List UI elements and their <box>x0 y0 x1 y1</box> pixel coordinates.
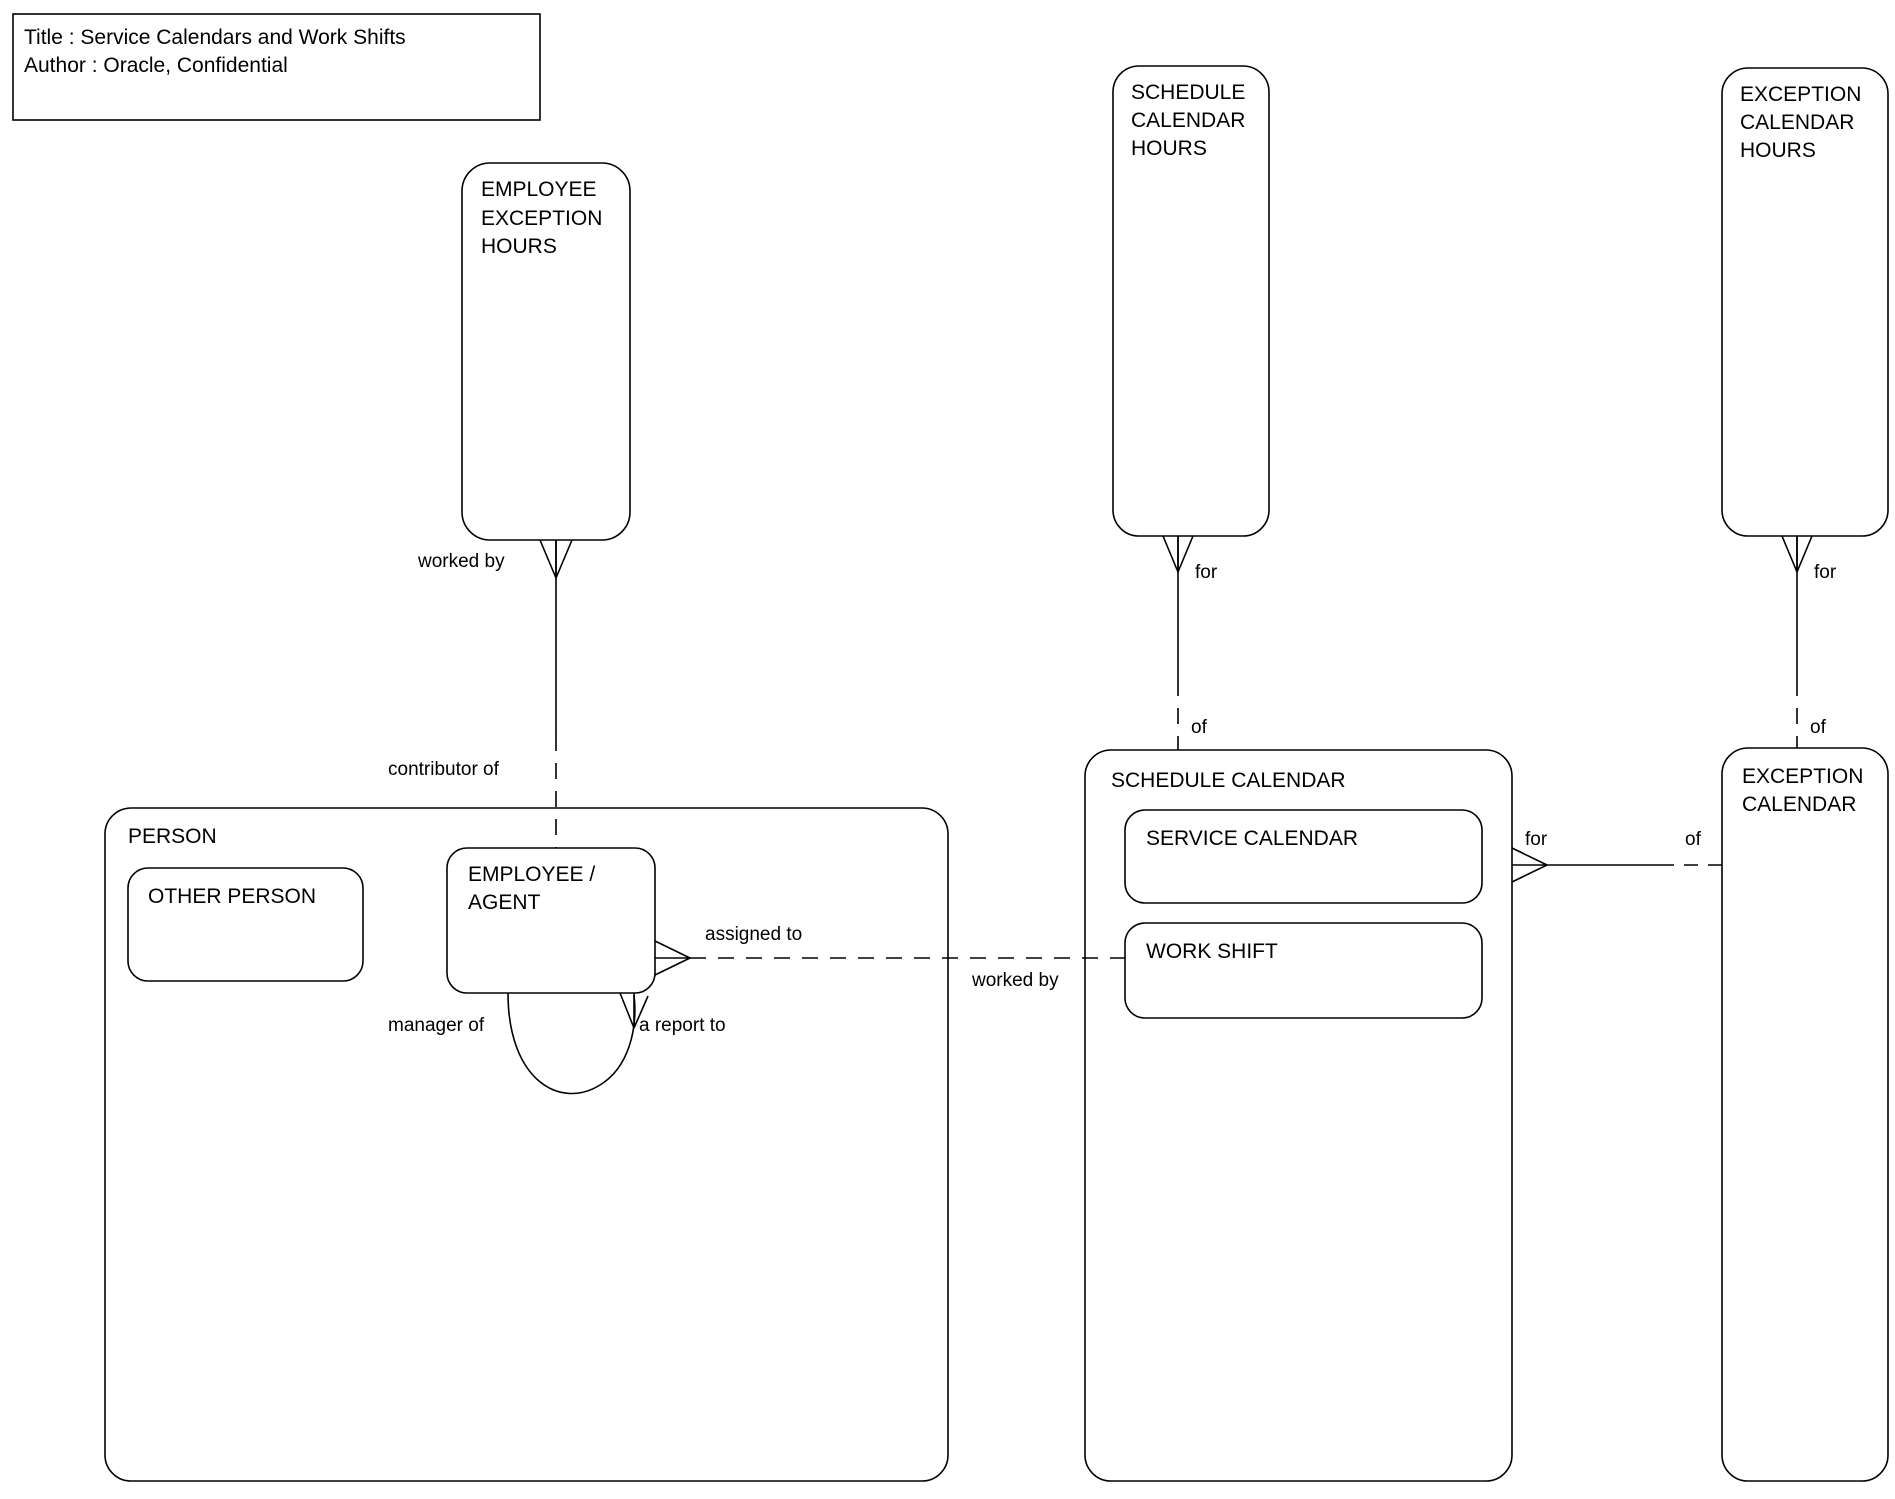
entity-exception-calendar-hours-label-line-2: CALENDAR <box>1740 111 1854 134</box>
relationship-arc-recursive-right[interactable] <box>599 994 636 1086</box>
entity-employee-agent-label-line-1: EMPLOYEE / <box>468 863 595 886</box>
diagram-title: Title : Service Calendars and Work Shift… <box>24 26 406 49</box>
title-block-border <box>12 13 541 121</box>
crowfoot-employee-exception-hours <box>539 539 573 579</box>
entity-employee-agent-box[interactable] <box>446 847 656 994</box>
entity-employee-exception-hours-label-line-2: EXCEPTION <box>481 207 602 230</box>
relationship-label-of-exception-calendar: of <box>1810 717 1827 738</box>
relationship-label-a-report-to: a report to <box>639 1015 726 1036</box>
entity-person[interactable]: PERSON <box>104 807 949 1482</box>
relationship-employee-agent-work-shift[interactable]: assigned to worked by <box>654 924 1125 991</box>
relationship-label-of-schedule-calendar: of <box>1191 717 1208 738</box>
entity-exception-calendar-hours-box[interactable] <box>1721 67 1889 537</box>
relationship-employee-agent-recursive[interactable]: manager of a report to <box>388 992 726 1095</box>
entity-exception-calendar-label-line-1: EXCEPTION <box>1742 765 1863 788</box>
relationship-label-assigned-to: assigned to <box>705 924 802 945</box>
entity-employee-exception-hours-label-line-1: EMPLOYEE <box>481 178 597 201</box>
crowfoot-schedule-calendar-hours <box>1162 535 1194 573</box>
crowfoot-employee-agent-recursive <box>619 992 649 1029</box>
relationship-label-manager-of: manager of <box>388 1015 485 1036</box>
entity-schedule-calendar-hours-label-line-2: CALENDAR <box>1131 109 1245 132</box>
entity-employee-agent-label-line-2: AGENT <box>468 891 541 914</box>
relationship-label-worked-by-shift: worked by <box>971 970 1059 991</box>
relationship-schedule-calendar-exception-calendar[interactable]: for of <box>1511 829 1722 883</box>
entity-person-box[interactable] <box>104 807 949 1482</box>
entity-exception-calendar-hours-label-line-3: HOURS <box>1740 139 1816 162</box>
entity-exception-calendar-label-line-2: CALENDAR <box>1742 793 1856 816</box>
entity-schedule-calendar-label: SCHEDULE CALENDAR <box>1111 769 1346 792</box>
entity-work-shift[interactable]: WORK SHIFT <box>1124 922 1483 1019</box>
relationship-exception-calendar-hours-exception-calendar[interactable]: for of <box>1781 535 1837 748</box>
entity-exception-calendar-box[interactable] <box>1721 747 1889 1482</box>
entity-schedule-calendar-box[interactable] <box>1084 749 1513 1482</box>
entity-exception-calendar[interactable]: EXCEPTION CALENDAR <box>1721 747 1889 1482</box>
entity-employee-exception-hours[interactable]: EMPLOYEE EXCEPTION HOURS <box>461 162 631 541</box>
entity-schedule-calendar-hours-label-line-1: SCHEDULE <box>1131 81 1245 104</box>
relationship-label-for-exception-hours: for <box>1814 562 1837 583</box>
relationship-label-for-schedule-to-exception: for <box>1525 829 1548 850</box>
entity-employee-exception-hours-box[interactable] <box>461 162 631 541</box>
entity-person-label: PERSON <box>128 825 217 848</box>
entity-other-person-label: OTHER PERSON <box>148 885 316 908</box>
entity-schedule-calendar-hours[interactable]: SCHEDULE CALENDAR HOURS <box>1112 65 1270 537</box>
entity-other-person-box[interactable] <box>127 867 364 982</box>
relationship-label-worked-by-hours: worked by <box>417 551 505 572</box>
crowfoot-schedule-calendar <box>1511 847 1548 883</box>
entity-employee-exception-hours-label-line-3: HOURS <box>481 235 557 258</box>
entity-service-calendar[interactable]: SERVICE CALENDAR <box>1124 809 1483 904</box>
entity-schedule-calendar-hours-box[interactable] <box>1112 65 1270 537</box>
entity-schedule-calendar-hours-label-line-3: HOURS <box>1131 137 1207 160</box>
relationship-label-of-schedule-to-exception: of <box>1685 829 1702 850</box>
relationship-schedule-calendar-hours-schedule-calendar[interactable]: for of <box>1162 535 1218 750</box>
entity-employee-agent[interactable]: EMPLOYEE / AGENT <box>446 847 656 994</box>
entity-service-calendar-label: SERVICE CALENDAR <box>1146 827 1358 850</box>
entity-exception-calendar-hours-label-line-1: EXCEPTION <box>1740 83 1861 106</box>
entity-service-calendar-box[interactable] <box>1124 809 1483 904</box>
relationship-employee-exception-hours-employee-agent[interactable]: worked by contributor of <box>388 539 573 848</box>
entity-schedule-calendar[interactable]: SCHEDULE CALENDAR <box>1084 749 1513 1482</box>
crowfoot-employee-agent-assigned-to <box>654 940 691 976</box>
entity-work-shift-box[interactable] <box>1124 922 1483 1019</box>
entity-other-person[interactable]: OTHER PERSON <box>127 867 364 982</box>
crowfoot-exception-calendar-hours <box>1781 535 1813 573</box>
title-block: Title : Service Calendars and Work Shift… <box>12 13 541 121</box>
relationship-label-for-schedule-hours: for <box>1195 562 1218 583</box>
relationship-label-contributor-of: contributor of <box>388 759 500 780</box>
relationship-arc-recursive-left[interactable] <box>507 992 601 1095</box>
entity-work-shift-label: WORK SHIFT <box>1146 940 1278 963</box>
entity-exception-calendar-hours[interactable]: EXCEPTION CALENDAR HOURS <box>1721 67 1889 537</box>
diagram-author: Author : Oracle, Confidential <box>24 54 288 77</box>
